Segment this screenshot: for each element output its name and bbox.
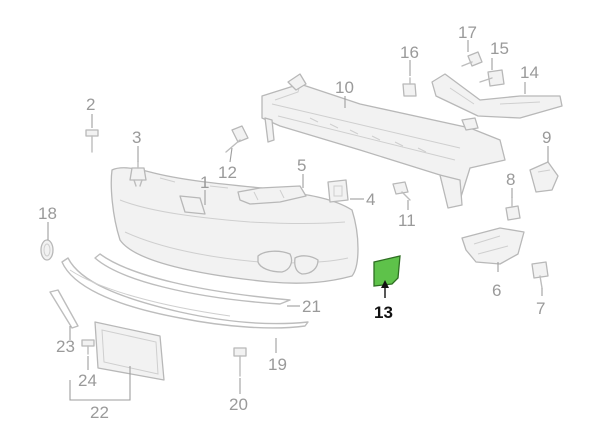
callout-19[interactable]: 19 <box>268 355 287 374</box>
screw-7[interactable] <box>531 261 549 289</box>
callout-6[interactable]: 6 <box>492 281 501 300</box>
callout-13[interactable]: 13 <box>374 303 393 322</box>
clip-4[interactable] <box>327 179 349 203</box>
lower-trim-strip[interactable] <box>94 253 291 305</box>
bolt-17[interactable] <box>461 51 483 67</box>
callout-2[interactable]: 2 <box>86 95 95 114</box>
callout-21[interactable]: 21 <box>302 297 321 316</box>
side-bracket-14[interactable] <box>431 73 563 119</box>
callout-24[interactable]: 24 <box>78 371 97 390</box>
callout-17[interactable]: 17 <box>458 23 477 42</box>
highlighted-part-13[interactable] <box>373 255 401 287</box>
bracket-6[interactable] <box>461 227 525 265</box>
clip-3[interactable] <box>129 161 147 187</box>
callout-23[interactable]: 23 <box>56 337 75 356</box>
lower-spoiler[interactable] <box>61 257 309 329</box>
callout-16[interactable]: 16 <box>400 43 419 62</box>
callout-4[interactable]: 4 <box>366 190 375 209</box>
bolt-20[interactable] <box>233 347 247 377</box>
callout-10[interactable]: 10 <box>335 78 354 97</box>
cap-9[interactable] <box>529 161 559 193</box>
callout-20[interactable]: 20 <box>229 395 248 414</box>
callout-8[interactable]: 8 <box>506 170 515 189</box>
bolt-16[interactable] <box>402 77 417 97</box>
callouts: 1 2 3 4 5 6 7 8 9 10 11 12 13 14 15 16 1… <box>38 23 551 422</box>
callout-18[interactable]: 18 <box>38 204 57 223</box>
bolt-11[interactable] <box>392 181 411 201</box>
callout-1[interactable]: 1 <box>200 173 209 192</box>
license-plate-bracket[interactable] <box>94 321 165 381</box>
leader-lines <box>47 40 549 401</box>
ring-seal[interactable] <box>40 239 54 261</box>
callout-12[interactable]: 12 <box>218 163 237 182</box>
callout-9[interactable]: 9 <box>542 128 551 147</box>
bolt-2[interactable] <box>85 129 99 153</box>
leader-13 <box>381 280 389 298</box>
bumper-cover[interactable] <box>110 167 359 284</box>
callout-5[interactable]: 5 <box>297 156 306 175</box>
callout-15[interactable]: 15 <box>490 39 509 58</box>
screw-12[interactable] <box>225 125 249 153</box>
screw-8[interactable] <box>505 197 521 221</box>
callout-11[interactable]: 11 <box>398 211 416 230</box>
bolt-15[interactable] <box>479 69 505 87</box>
callout-22[interactable]: 22 <box>90 403 109 422</box>
callout-7[interactable]: 7 <box>536 299 545 318</box>
bracket-5[interactable] <box>237 185 307 205</box>
callout-14[interactable]: 14 <box>520 63 539 82</box>
callout-3[interactable]: 3 <box>132 128 141 147</box>
screw-24[interactable] <box>81 339 95 355</box>
side-strip[interactable] <box>49 289 79 329</box>
reinforcement-bar[interactable] <box>261 73 506 209</box>
